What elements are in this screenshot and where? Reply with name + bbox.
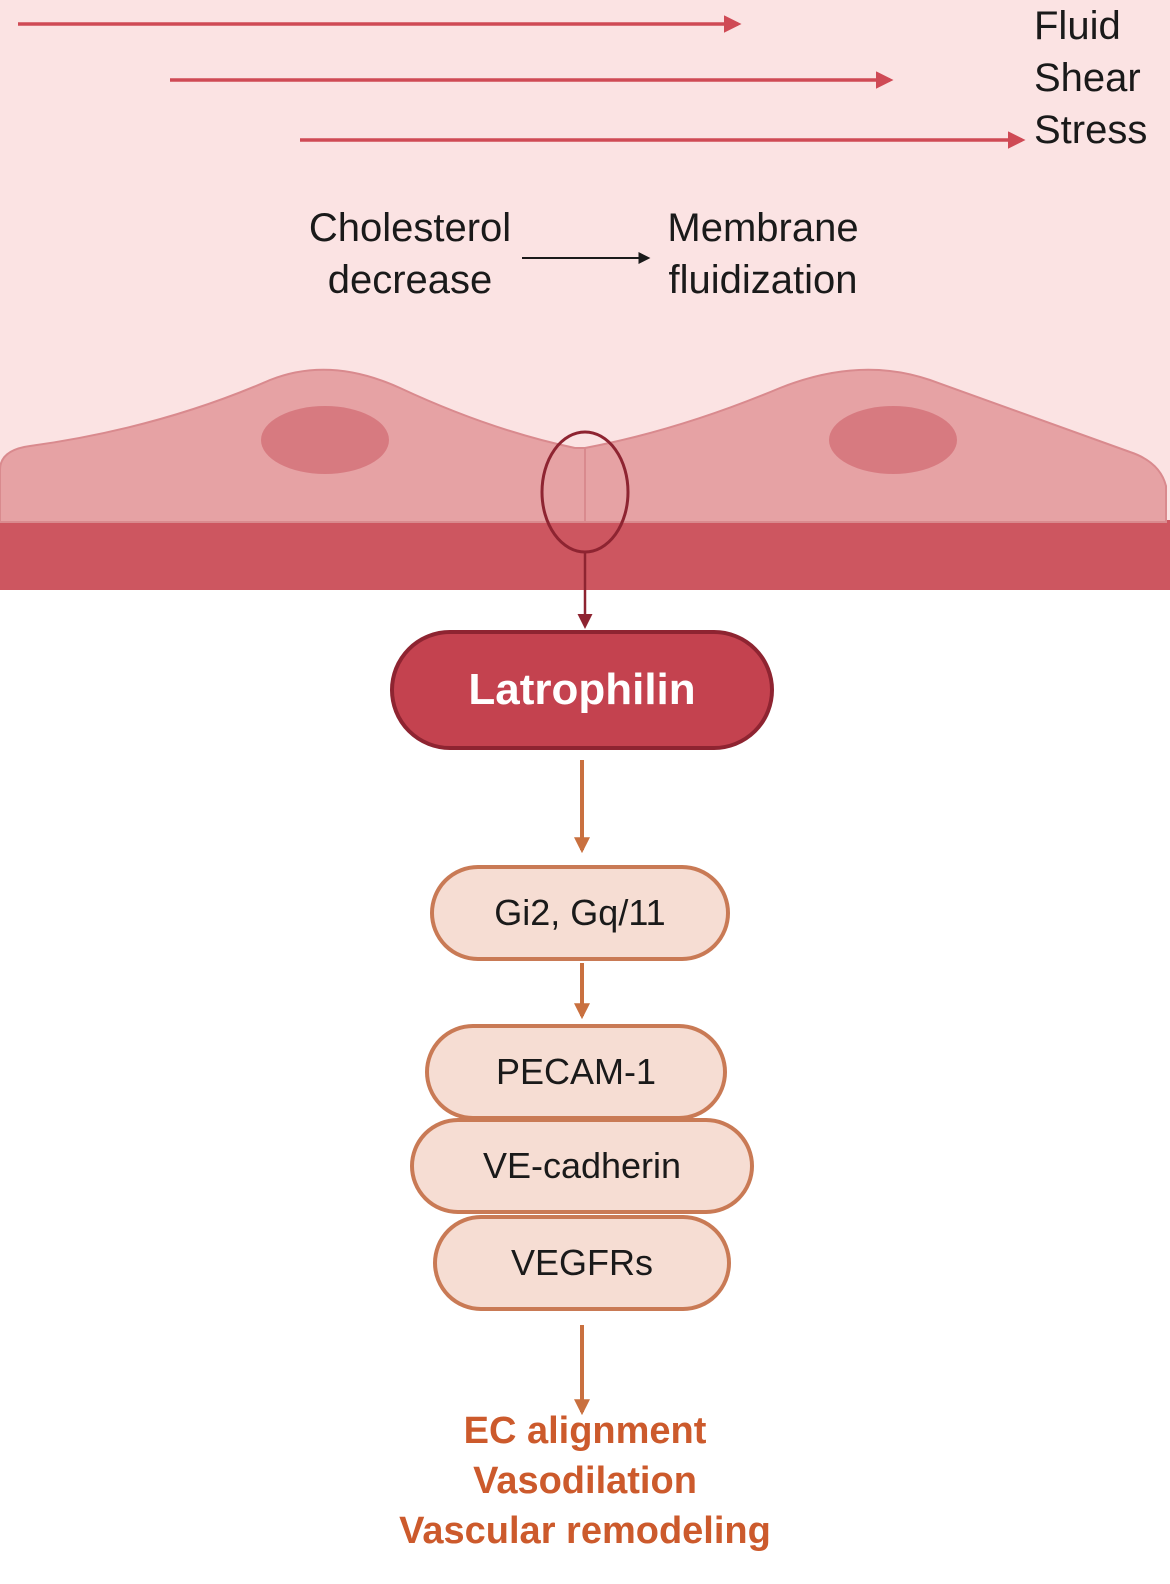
cholesterol-label-line-1: Cholesterol	[308, 206, 512, 250]
outcome-vasodilation: Vasodilation	[473, 1460, 697, 1502]
shear-label-line-1: Fluid	[1034, 4, 1121, 48]
g-protein-label: Gi2, Gq/11	[494, 892, 666, 933]
vegfrs-label: VEGFRs	[510, 1242, 653, 1283]
shear-label-line-3: Stress	[1034, 108, 1148, 152]
outcome-vascular-remodeling: Vascular remodeling	[399, 1510, 771, 1552]
latrophilin-label: Latrophilin	[468, 665, 696, 714]
latrophilin-node: Latrophilin	[390, 630, 774, 750]
ve-cadherin-label: VE-cadherin	[482, 1145, 682, 1186]
membrane-label-line-1: Membrane	[667, 206, 859, 250]
ve-cadherin-node: VE-cadherin	[410, 1118, 754, 1214]
outcome-ec-alignment: EC alignment	[463, 1410, 707, 1452]
vegfrs-node: VEGFRs	[433, 1215, 731, 1311]
g-protein-node: Gi2, Gq/11	[430, 865, 730, 961]
shear-label-line-2: Shear	[1034, 56, 1141, 100]
cholesterol-label-line-2: decrease	[327, 258, 493, 302]
pecam-1-label: PECAM-1	[495, 1051, 657, 1092]
nucleus-right	[829, 406, 957, 474]
pecam-1-node: PECAM-1	[425, 1024, 727, 1120]
membrane-label-line-2: fluidization	[668, 258, 858, 302]
nucleus-left	[261, 406, 389, 474]
